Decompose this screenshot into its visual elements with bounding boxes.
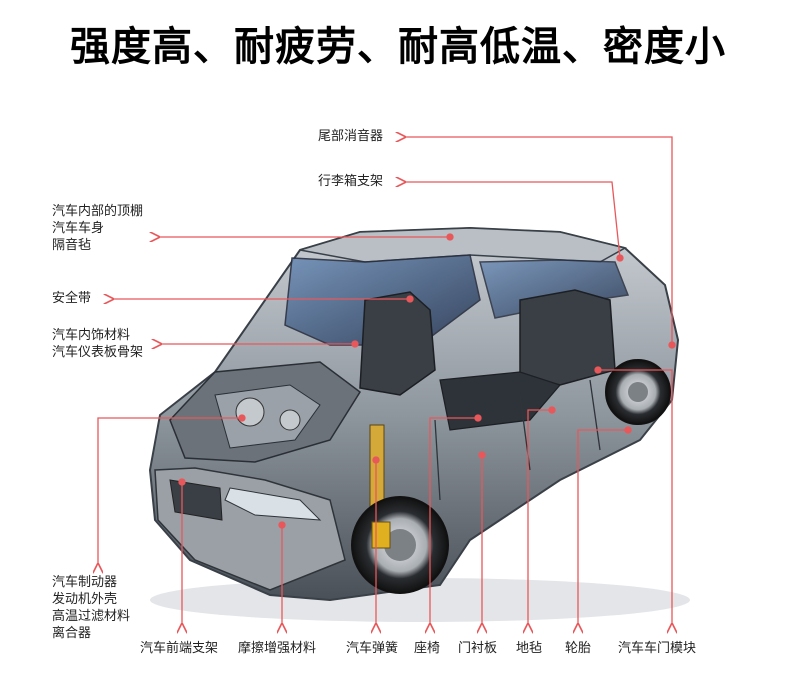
leader-lines	[98, 137, 675, 625]
leader-tail-muffler	[404, 137, 673, 345]
label-tail-muffler: 尾部消音器	[318, 129, 384, 144]
label-engine-line: 发动机外壳	[52, 592, 118, 607]
label-spring: 汽车弹簧	[346, 641, 399, 656]
leader-trunk-bracket	[404, 182, 621, 259]
leader-brake	[98, 417, 242, 565]
leader-tire	[578, 429, 628, 625]
label-filter-line: 高温过滤材料	[52, 609, 131, 624]
label-seat: 座椅	[414, 641, 441, 656]
label-trunk-bracket: 行李箱支架	[318, 174, 384, 189]
label-body-line: 汽车车身	[52, 221, 105, 236]
label-door-panel: 门衬板	[458, 641, 498, 656]
label-roof-line: 汽车内部的顶棚	[52, 204, 144, 219]
leader-seat	[430, 417, 478, 625]
leader-door-module	[598, 369, 672, 625]
label-roof-body: 汽车内部的顶棚 汽车车身 隔音毡	[52, 203, 143, 254]
headlight	[224, 487, 322, 521]
label-clutch-line: 离合器	[52, 626, 92, 641]
label-brake-group: 汽车制动器 发动机外壳 高温过滤材料 离合器	[52, 574, 130, 642]
label-carpet: 地毡	[516, 641, 543, 656]
label-dashboard-line: 汽车仪表板骨架	[52, 345, 144, 360]
page-title: 强度高、耐疲劳、耐高低温、密度小	[70, 24, 726, 70]
side-window	[479, 259, 630, 319]
car-illustration	[148, 226, 690, 622]
label-seatbelt: 安全带	[52, 291, 92, 306]
label-door-module: 汽车车门模块	[618, 641, 697, 656]
label-front-bracket: 汽车前端支架	[140, 641, 219, 656]
label-friction: 摩擦增强材料	[238, 641, 317, 656]
grille	[169, 479, 223, 521]
label-tire: 轮胎	[565, 641, 592, 656]
leader-carpet	[528, 409, 552, 625]
label-interior-line: 汽车内饰材料	[52, 328, 131, 343]
front-seat	[359, 291, 436, 396]
label-brake-line: 汽车制动器	[52, 575, 118, 590]
label-felt-line: 隔音毡	[52, 238, 92, 253]
label-interior: 汽车内饰材料 汽车仪表板骨架	[52, 327, 143, 361]
